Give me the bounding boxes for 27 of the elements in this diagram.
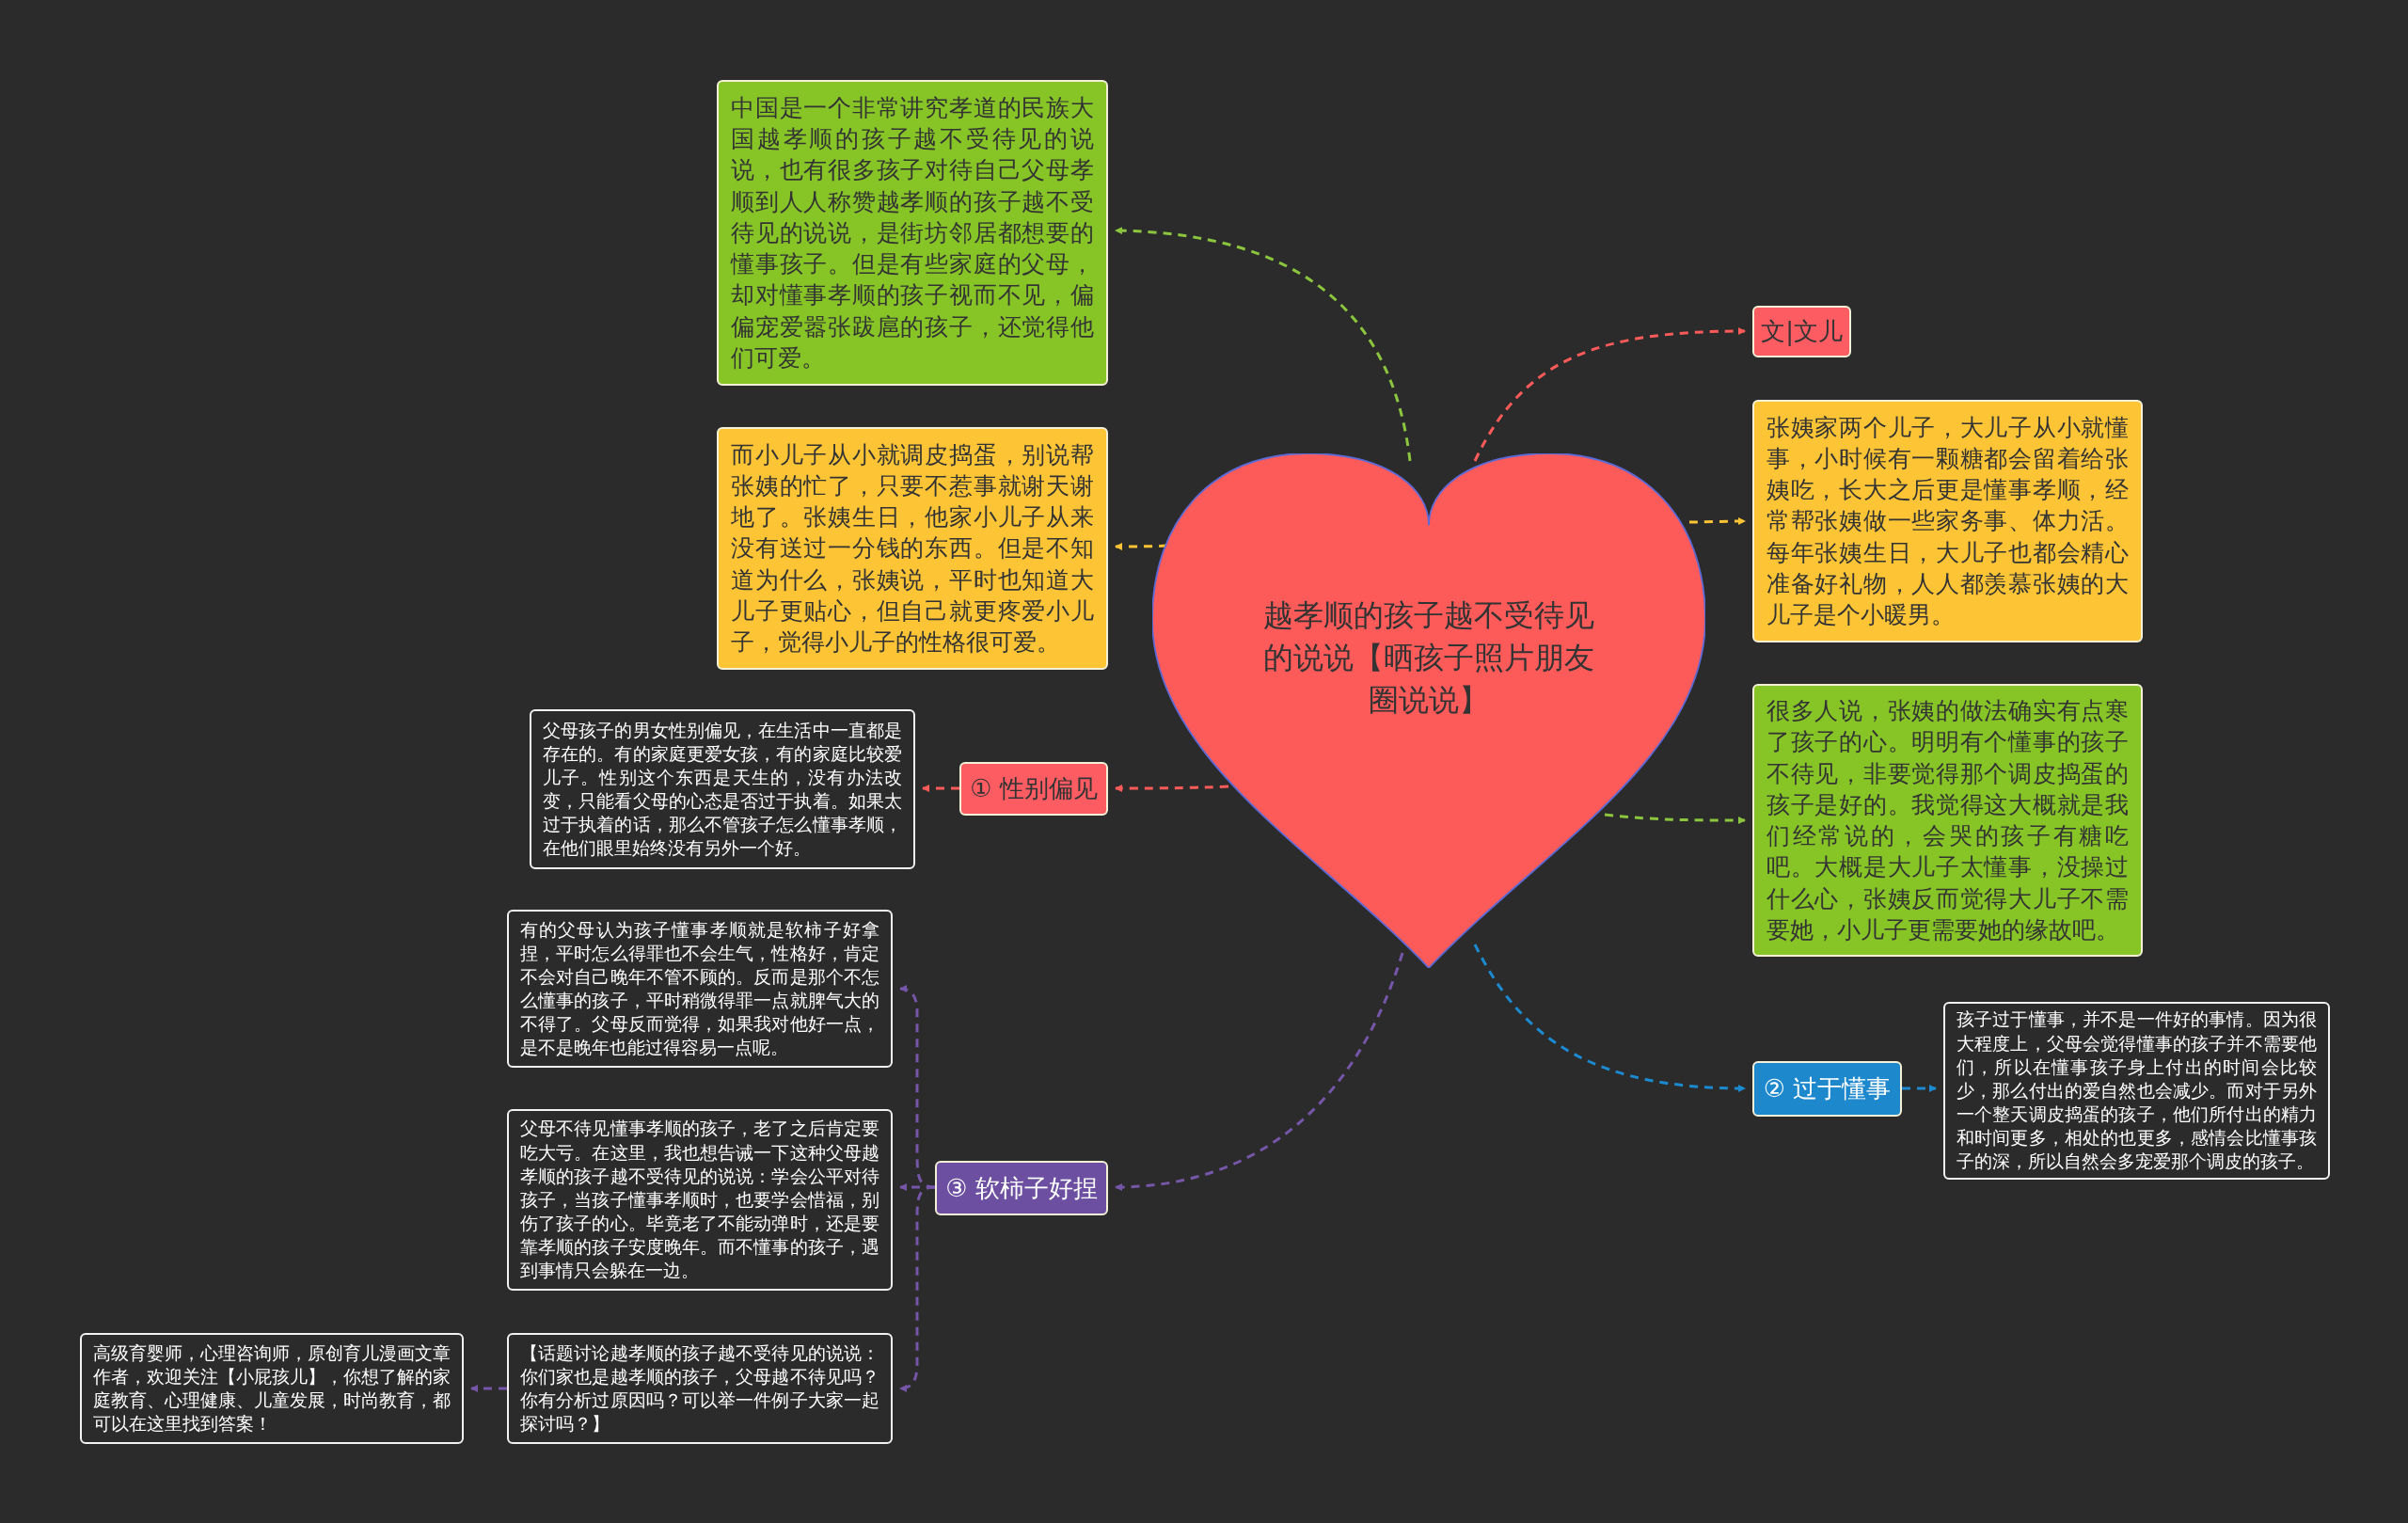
connector-arrow <box>1115 785 1229 792</box>
connector-arrow <box>922 785 959 792</box>
text-card: 很多人说，张姨的做法确实有点寒了孩子的心。明明有个懂事的孩子不待见，非要觉得那个调皮捣蛋的孩子是好的。我觉得这大概就是我们经常说的，会哭的孩子有糖吃吧。大概是大儿子太懂事，没操过什么心，张姨反而觉得大儿子不需要她，小儿子更需要她的缘故吧。 <box>1752 684 2143 957</box>
connector-arrow <box>899 1185 936 1392</box>
text-card: 中国是一个非常讲究孝道的民族大国越孝顺的孩子越不受待见的说说，也有很多孩子对待自己父母孝顺到人人称赞越孝顺的孩子越不受待见的说说，是街坊邻居都想要的懂事孩子。但是有些家庭的父母，却对懂事孝顺的孩子视而不见，偏偏宠爱嚣张跋扈的孩子，还觉得他们可爱。 <box>717 80 1108 386</box>
connector-arrow <box>1473 327 1746 462</box>
topic-box: ① 性别偏见 <box>959 762 1108 816</box>
connector-arrow <box>899 985 936 1189</box>
connector-arrow <box>1473 944 1746 1092</box>
connector-arrow <box>1115 952 1404 1191</box>
note-card: 有的父母认为孩子懂事孝顺就是软柿子好拿捏，平时怎么得罪也不会生气，性格好，肯定不会对自己晚年不管不顾的。反而是那个不怎么懂事的孩子，平时稍微得罪一点就脾气大的不得了。父母反而觉得，如果我对他好一点，是不是晚年也能过得容易一点呢。 <box>507 910 893 1068</box>
topic-box: ③ 软柿子好捏 <box>935 1161 1108 1215</box>
central-topic-text: 越孝顺的孩子越不受待见的说说【晒孩子照片朋友圈说说】 <box>1262 596 1595 720</box>
connector-arrow <box>1689 517 1746 526</box>
note-card: 孩子过于懂事，并不是一件好的事情。因为很大程度上，父母会觉得懂事的孩子并不需要他们，所以在懂事孩子身上付出的时间会比较少，那么付出的爱自然也会减少。而对于另外一个整天调皮捣蛋的孩子，他们所付出的精力和时间更多，相处的也更多，感情会比懂事孩子的深，所以自然会多宠爱那个调皮的孩子。 <box>1943 1002 2330 1180</box>
note-card: 父母不待见懂事孝顺的孩子，老了之后肯定要吃大亏。在这里，我也想告诫一下这种父母越孝顺的孩子越不受待见的说说：学会公平对待孩子，当孩子懂事孝顺时，也要学会惜福，别伤了孩子的心。毕竟老了不能动弹时，还是要靠孝顺的孩子安度晚年。而不懂事的孩子，遇到事情只会躲在一边。 <box>507 1109 893 1291</box>
note-card: 高级育婴师，心理咨询师，原创育儿漫画文章作者，欢迎关注【小屁孩儿】，你想了解的家庭教育、心理健康、儿童发展，时尚教育，都可以在这里找到答案！ <box>80 1333 464 1444</box>
connector-arrow <box>1115 227 1412 462</box>
note-card: 【话题讨论越孝顺的孩子越不受待见的说说：你们家也是越孝顺的孩子，父母越不待见吗？你有分析过原因吗？可以举一件例子大家一起探讨吗？】 <box>507 1333 893 1444</box>
topic-box: ② 过于懂事 <box>1752 1061 1902 1117</box>
note-card: 父母孩子的男女性别偏见，在生活中一直都是存在的。有的家庭更爱女孩，有的家庭比较爱儿子。性别这个东西是天生的，没有办法改变，只能看父母的心态是否过于执着。如果太过于执着的话，那么不管孩子怎么懂事孝顺，在他们眼里始终没有另外一个好。 <box>530 709 915 869</box>
text-card: 张姨家两个儿子，大儿子从小就懂事，小时候有一颗糖都会留着给张姨吃，长大之后更是懂事孝顺，经常帮张姨做一些家务事、体力活。每年张姨生日，大儿子也都会精心准备好礼物，人人都羡慕张姨的大儿子是个小暖男。 <box>1752 400 2143 643</box>
connector-arrow <box>1902 1085 1937 1092</box>
connector-arrow <box>1604 813 1746 824</box>
topic-box: 文|文儿 <box>1752 306 1851 357</box>
connector-arrow <box>470 1385 507 1392</box>
text-card: 而小儿子从小就调皮捣蛋，别说帮张姨的忙了，只要不惹事就谢天谢地了。张姨生日，他家小儿子从来没有送过一分钱的东西。但是不知道为什么，张姨说，平时也知道大儿子更贴心，但自己就更疼爱小儿子，觉得小儿子的性格很可爱。 <box>717 427 1108 670</box>
